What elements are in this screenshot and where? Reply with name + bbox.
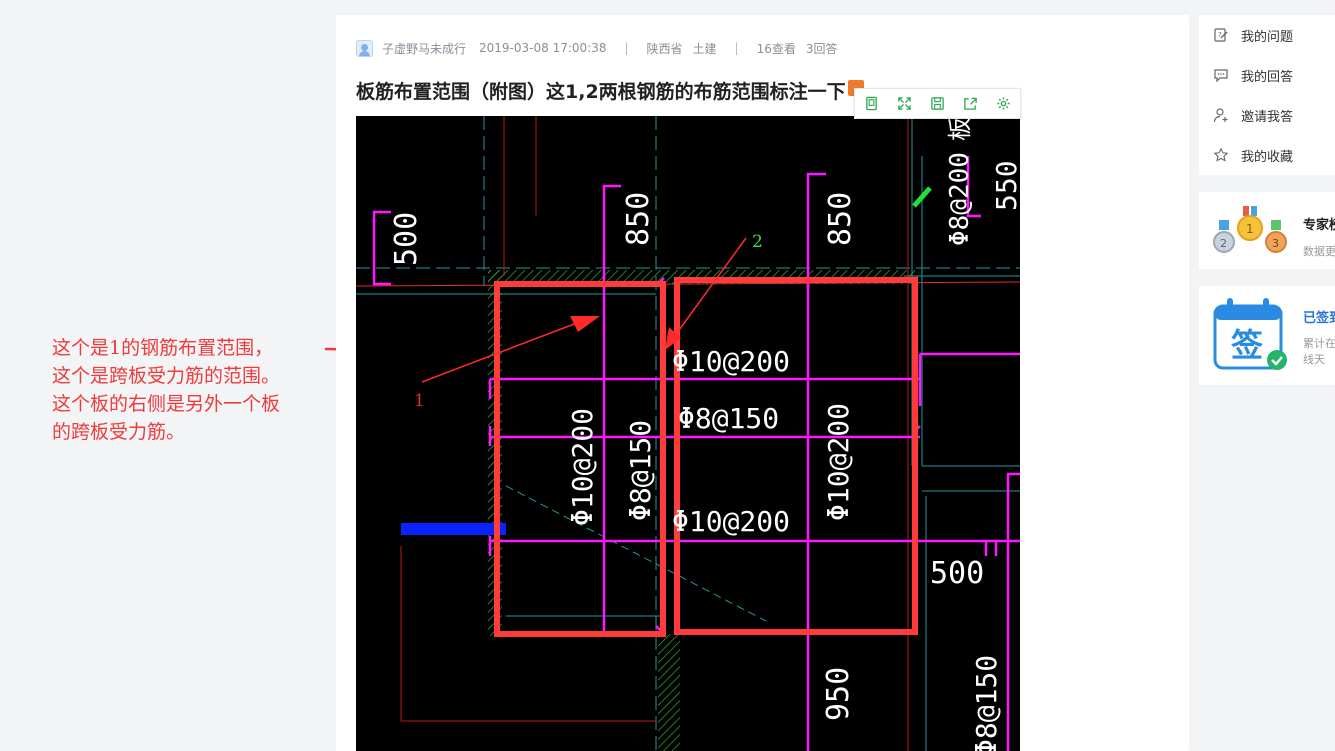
signin-badge-text: 签 bbox=[1231, 326, 1263, 364]
category-tag[interactable]: 土建 bbox=[692, 41, 717, 56]
rebar-top-right-suffix: 板面 bbox=[946, 116, 974, 141]
dim-500-top: 500 bbox=[389, 212, 424, 266]
menu-label: 我的回答 bbox=[1241, 69, 1294, 85]
question-title: 板筋布置范围（附图）这1,2两根钢筋的布筋范围标注一下 bbox=[356, 77, 864, 104]
cad-drawing-image[interactable]: 500 850 850 550 Φ8@200 板面 Φ10@200 Φ8@150… bbox=[356, 116, 1020, 751]
medals-icon: 1 2 3 bbox=[1213, 206, 1287, 253]
copy-image-button[interactable] bbox=[855, 89, 888, 118]
menu-item-my-answers[interactable]: 我的回答 bbox=[1213, 64, 1293, 86]
annotation-line: 的跨板受力筋。 bbox=[52, 421, 186, 443]
svg-text:2: 2 bbox=[1220, 237, 1227, 250]
share-button[interactable] bbox=[954, 89, 987, 118]
menu-label: 我的问题 bbox=[1241, 29, 1294, 45]
view-count: 16查看 bbox=[756, 41, 796, 56]
annotation-line: 这个板的右侧是另外一个板 bbox=[52, 393, 281, 415]
settings-button[interactable] bbox=[987, 89, 1020, 118]
rebar-label-10-200: Φ10@200 bbox=[672, 345, 790, 378]
gear-icon bbox=[997, 97, 1010, 110]
svg-text:1: 1 bbox=[1246, 222, 1254, 236]
province-tag[interactable]: 陕西省 bbox=[646, 41, 683, 56]
author-name[interactable]: 子虚野马未成行 bbox=[382, 41, 467, 56]
avatar[interactable] bbox=[356, 39, 373, 57]
post-datetime: 2019-03-08 17:00:38 bbox=[479, 41, 607, 55]
question-title-text: 板筋布置范围（附图）这1,2两根钢筋的布筋范围标注一下 bbox=[356, 81, 846, 103]
menu-label: 我的收藏 bbox=[1241, 149, 1294, 165]
image-toolbar bbox=[854, 88, 1021, 119]
meta-separator: | bbox=[624, 41, 629, 55]
menu-item-invite-me[interactable]: 邀请我答 bbox=[1213, 104, 1293, 126]
dim-850-right: 850 bbox=[823, 192, 858, 246]
meta-separator: | bbox=[734, 41, 739, 55]
menu-item-my-favorites[interactable]: 我的收藏 bbox=[1213, 144, 1293, 166]
rebar-vertical-8-150: Φ8@150 bbox=[624, 420, 657, 521]
svg-text:?: ? bbox=[1218, 31, 1222, 39]
question-meta: 子虚野马未成行 2019-03-08 17:00:38 | 陕西省 土建 | 1… bbox=[356, 39, 838, 57]
share-icon bbox=[964, 97, 977, 110]
comment-icon bbox=[1214, 69, 1228, 83]
question-card: 子虚野马未成行 2019-03-08 17:00:38 | 陕西省 土建 | 1… bbox=[336, 15, 1189, 751]
annotation-text: 这个是1的钢筋布置范围， 这个是跨板受力筋的范围。 这个板的右侧是另外一个板 的… bbox=[52, 334, 342, 446]
rebar-top-right: Φ8@200 bbox=[945, 152, 975, 246]
dim-950: 950 bbox=[821, 667, 856, 721]
question-edit-icon: ? bbox=[1214, 28, 1228, 42]
sign-in-card[interactable]: 签 已签到 累计在线天 bbox=[1199, 286, 1335, 385]
rebar-label-10-200-b: Φ10@200 bbox=[672, 505, 790, 538]
expand-icon bbox=[898, 97, 911, 110]
expert-ranking-title: 专家榜 bbox=[1303, 218, 1335, 233]
signin-status-title: 已签到 bbox=[1303, 311, 1335, 326]
menu-label: 邀请我答 bbox=[1241, 109, 1294, 125]
answer-count: 3回答 bbox=[805, 41, 838, 56]
menu-item-my-questions[interactable]: ? 我的问题 bbox=[1213, 24, 1293, 46]
fullscreen-button[interactable] bbox=[888, 89, 921, 118]
copy-icon bbox=[866, 96, 877, 111]
save-image-button[interactable] bbox=[921, 89, 954, 118]
signin-cumulative-text: 累计在线天 bbox=[1303, 337, 1335, 366]
rebar-vertical-10-200-left: Φ10@200 bbox=[566, 408, 599, 526]
annotation-line: 这个是跨板受力筋的范围。 bbox=[52, 365, 281, 387]
expert-ranking-subtitle: 数据更新 bbox=[1303, 245, 1335, 258]
label-1: 1 bbox=[414, 391, 425, 411]
save-icon bbox=[931, 97, 944, 110]
star-icon bbox=[1213, 147, 1229, 162]
dim-500-right: 500 bbox=[930, 556, 984, 591]
calendar-signin-icon: 签 bbox=[1213, 298, 1287, 370]
rebar-bottom-right: Φ8@150 bbox=[970, 655, 1003, 751]
user-menu-card: ? 我的问题 我的回答 邀请我答 我的收藏 bbox=[1199, 15, 1335, 175]
dim-550: 550 bbox=[990, 160, 1020, 211]
label-2: 2 bbox=[752, 232, 763, 252]
user-add-icon bbox=[1213, 108, 1228, 123]
expert-ranking-card[interactable]: 1 2 3 专家榜 数据更新 bbox=[1199, 192, 1335, 269]
annotation-line: 这个是1的钢筋布置范围， bbox=[52, 337, 274, 359]
dim-850-left: 850 bbox=[621, 192, 656, 246]
rebar-vertical-10-200-right: Φ10@200 bbox=[822, 403, 855, 521]
rebar-label-8-150: Φ8@150 bbox=[678, 402, 779, 435]
svg-text:3: 3 bbox=[1272, 237, 1279, 250]
